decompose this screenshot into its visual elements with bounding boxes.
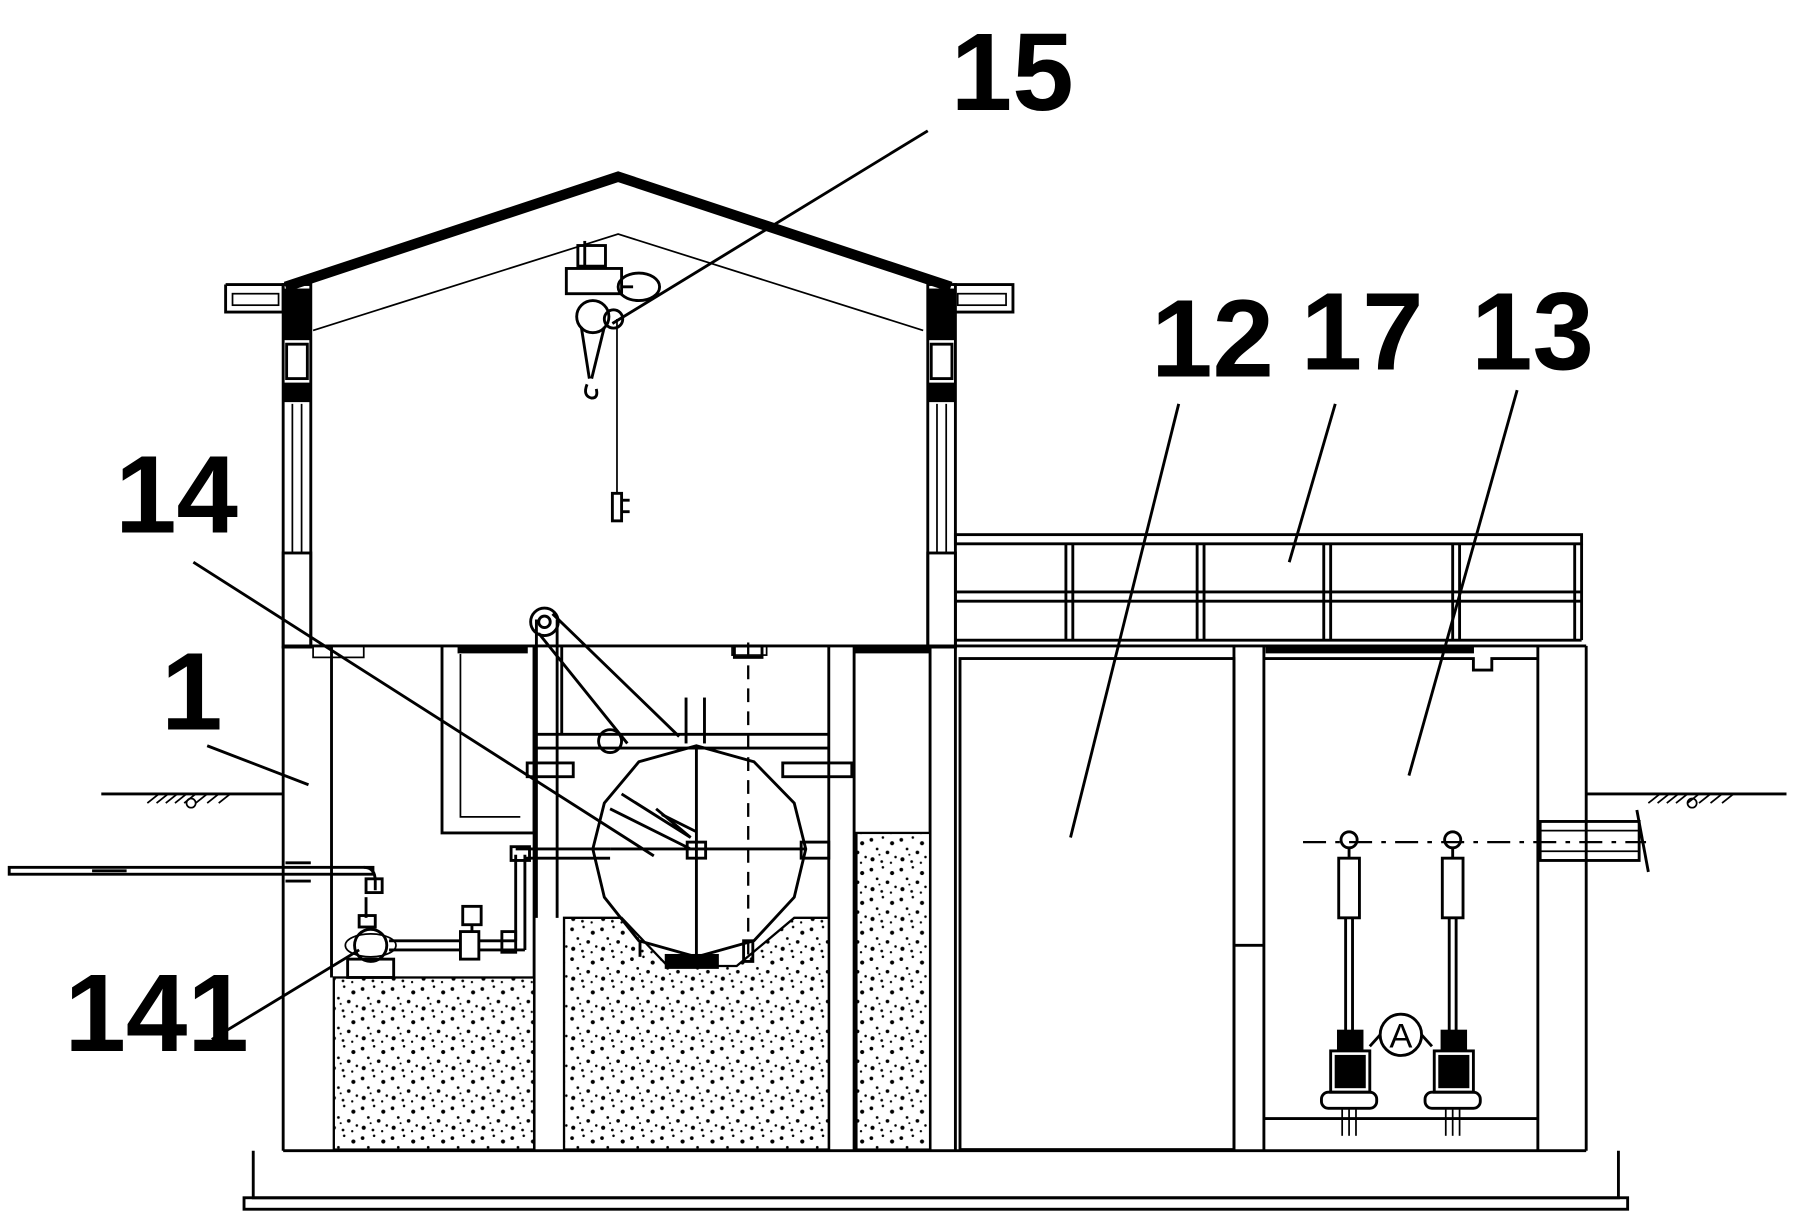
walkway-railing [953, 533, 1584, 642]
tank-12 [958, 645, 1266, 1152]
grit-separator [591, 642, 831, 969]
callout-141: 141 [64, 952, 248, 1075]
callout-17: 17 [1301, 271, 1424, 394]
callout-15: 15 [951, 11, 1074, 134]
building-right-wall [926, 283, 957, 649]
detail-a-label: A [1389, 1018, 1412, 1056]
leader-lines [192, 129, 1519, 1041]
gravel-fill-left [332, 976, 536, 1151]
gravel-fill-center [562, 916, 830, 1151]
detail-marker-a: A [1368, 1012, 1434, 1057]
ground-line-left [101, 792, 284, 809]
callout-13: 13 [1471, 271, 1594, 394]
sludge-pump-and-pipe [7, 845, 611, 979]
callout-14: 14 [115, 434, 238, 557]
ground-line-right [1586, 792, 1787, 809]
tank-13 [1263, 645, 1650, 1121]
separator-drive-frame [525, 606, 854, 918]
electric-hoist [564, 240, 662, 523]
submersible-pump-left [1320, 830, 1379, 1136]
foundation-slab [242, 1150, 1630, 1211]
building-left-wall [281, 283, 313, 649]
gravel-fill-right [855, 831, 932, 1151]
callout-12: 12 [1151, 277, 1274, 400]
submersible-pump-right [1423, 830, 1482, 1136]
building-roof [224, 171, 1015, 332]
outer-walls [281, 644, 1588, 1153]
callout-1: 1 [161, 631, 222, 754]
